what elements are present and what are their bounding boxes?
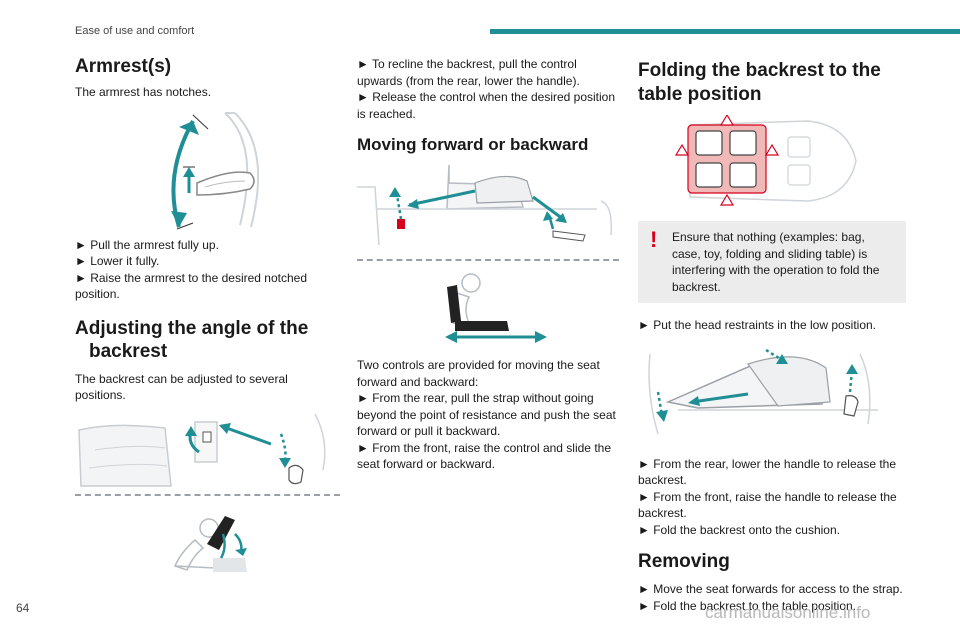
folding-step-2: ► From the front, raise the handle to re… — [638, 489, 897, 521]
warning-text: Ensure that nothing (examples: bag, case… — [672, 230, 880, 294]
armrest-intro: The armrest has notches. — [75, 85, 212, 99]
backrest-recline-pictogram — [173, 515, 247, 572]
backrest-angle-heading-line1: Adjusting the angle of the — [75, 317, 309, 339]
illustration-divider — [75, 494, 340, 496]
folding-backrest-illustration — [648, 348, 878, 434]
warning-icon: ! — [650, 227, 658, 252]
moving-seat-illustration — [357, 164, 613, 246]
column-right: Folding the backrest to the table positi… — [638, 56, 906, 614]
column-left: Armrest(s) The armrest has notches. ► Pu… — [75, 56, 340, 588]
warning-box: ! Ensure that nothing (examples: bag, ca… — [638, 221, 906, 303]
backrest-angle-step-2: ► Release the control when the desired p… — [357, 90, 616, 121]
armrest-illustration — [171, 111, 260, 229]
folding-heading: Folding the backrest to the table positi… — [638, 59, 906, 107]
illustration-divider-2 — [357, 259, 619, 261]
removing-heading: Removing — [638, 551, 730, 572]
header-accent-bar — [490, 29, 960, 34]
backrest-angle-heading-line2: backrest — [89, 340, 168, 362]
seat-layout-diagram — [674, 115, 857, 206]
page-number: 64 — [16, 601, 30, 615]
header-section-title: Ease of use and comfort — [75, 25, 195, 37]
backrest-angle-step-1: ► To recline the backrest, pull the cont… — [357, 57, 580, 88]
armrest-heading: Armrest(s) — [75, 56, 172, 77]
moving-intro: Two controls are provided for moving the… — [357, 358, 600, 389]
removing-step-2: ► Fold the backrest to the table positio… — [638, 598, 856, 613]
armrest-step-3: ► Raise the armrest to the desired notch… — [75, 270, 307, 302]
watermark-text: carmanualsonline.info — [705, 603, 871, 622]
moving-seat-pictogram — [445, 273, 547, 343]
moving-heading: Moving forward or backward — [357, 135, 589, 154]
backrest-angle-intro: The backrest can be adjusted to several … — [75, 371, 288, 403]
folding-heading-line1: Folding the backrest to the — [638, 60, 881, 81]
backrest-angle-heading: Adjusting the angle of the backrest — [75, 317, 340, 363]
armrest-step-1: ► Pull the armrest fully up. — [75, 237, 219, 252]
folding-heading-line2: table position — [638, 84, 762, 105]
folding-step-3: ► Fold the backrest onto the cushion. — [638, 522, 840, 537]
backrest-control-illustration — [78, 413, 326, 487]
column-middle: ► To recline the backrest, pull the cont… — [357, 56, 625, 473]
moving-step-1: ► From the rear, pull the strap without … — [357, 391, 616, 438]
armrest-step-2: ► Lower it fully. — [75, 254, 160, 268]
folding-step-head-restraints: ► Put the head restraints in the low pos… — [638, 318, 877, 332]
folding-step-1: ► From the rear, lower the handle to rel… — [638, 456, 897, 488]
moving-step-2: ► From the front, raise the control and … — [357, 440, 611, 472]
removing-step-1: ► Move the seat forwards for access to t… — [638, 582, 903, 596]
